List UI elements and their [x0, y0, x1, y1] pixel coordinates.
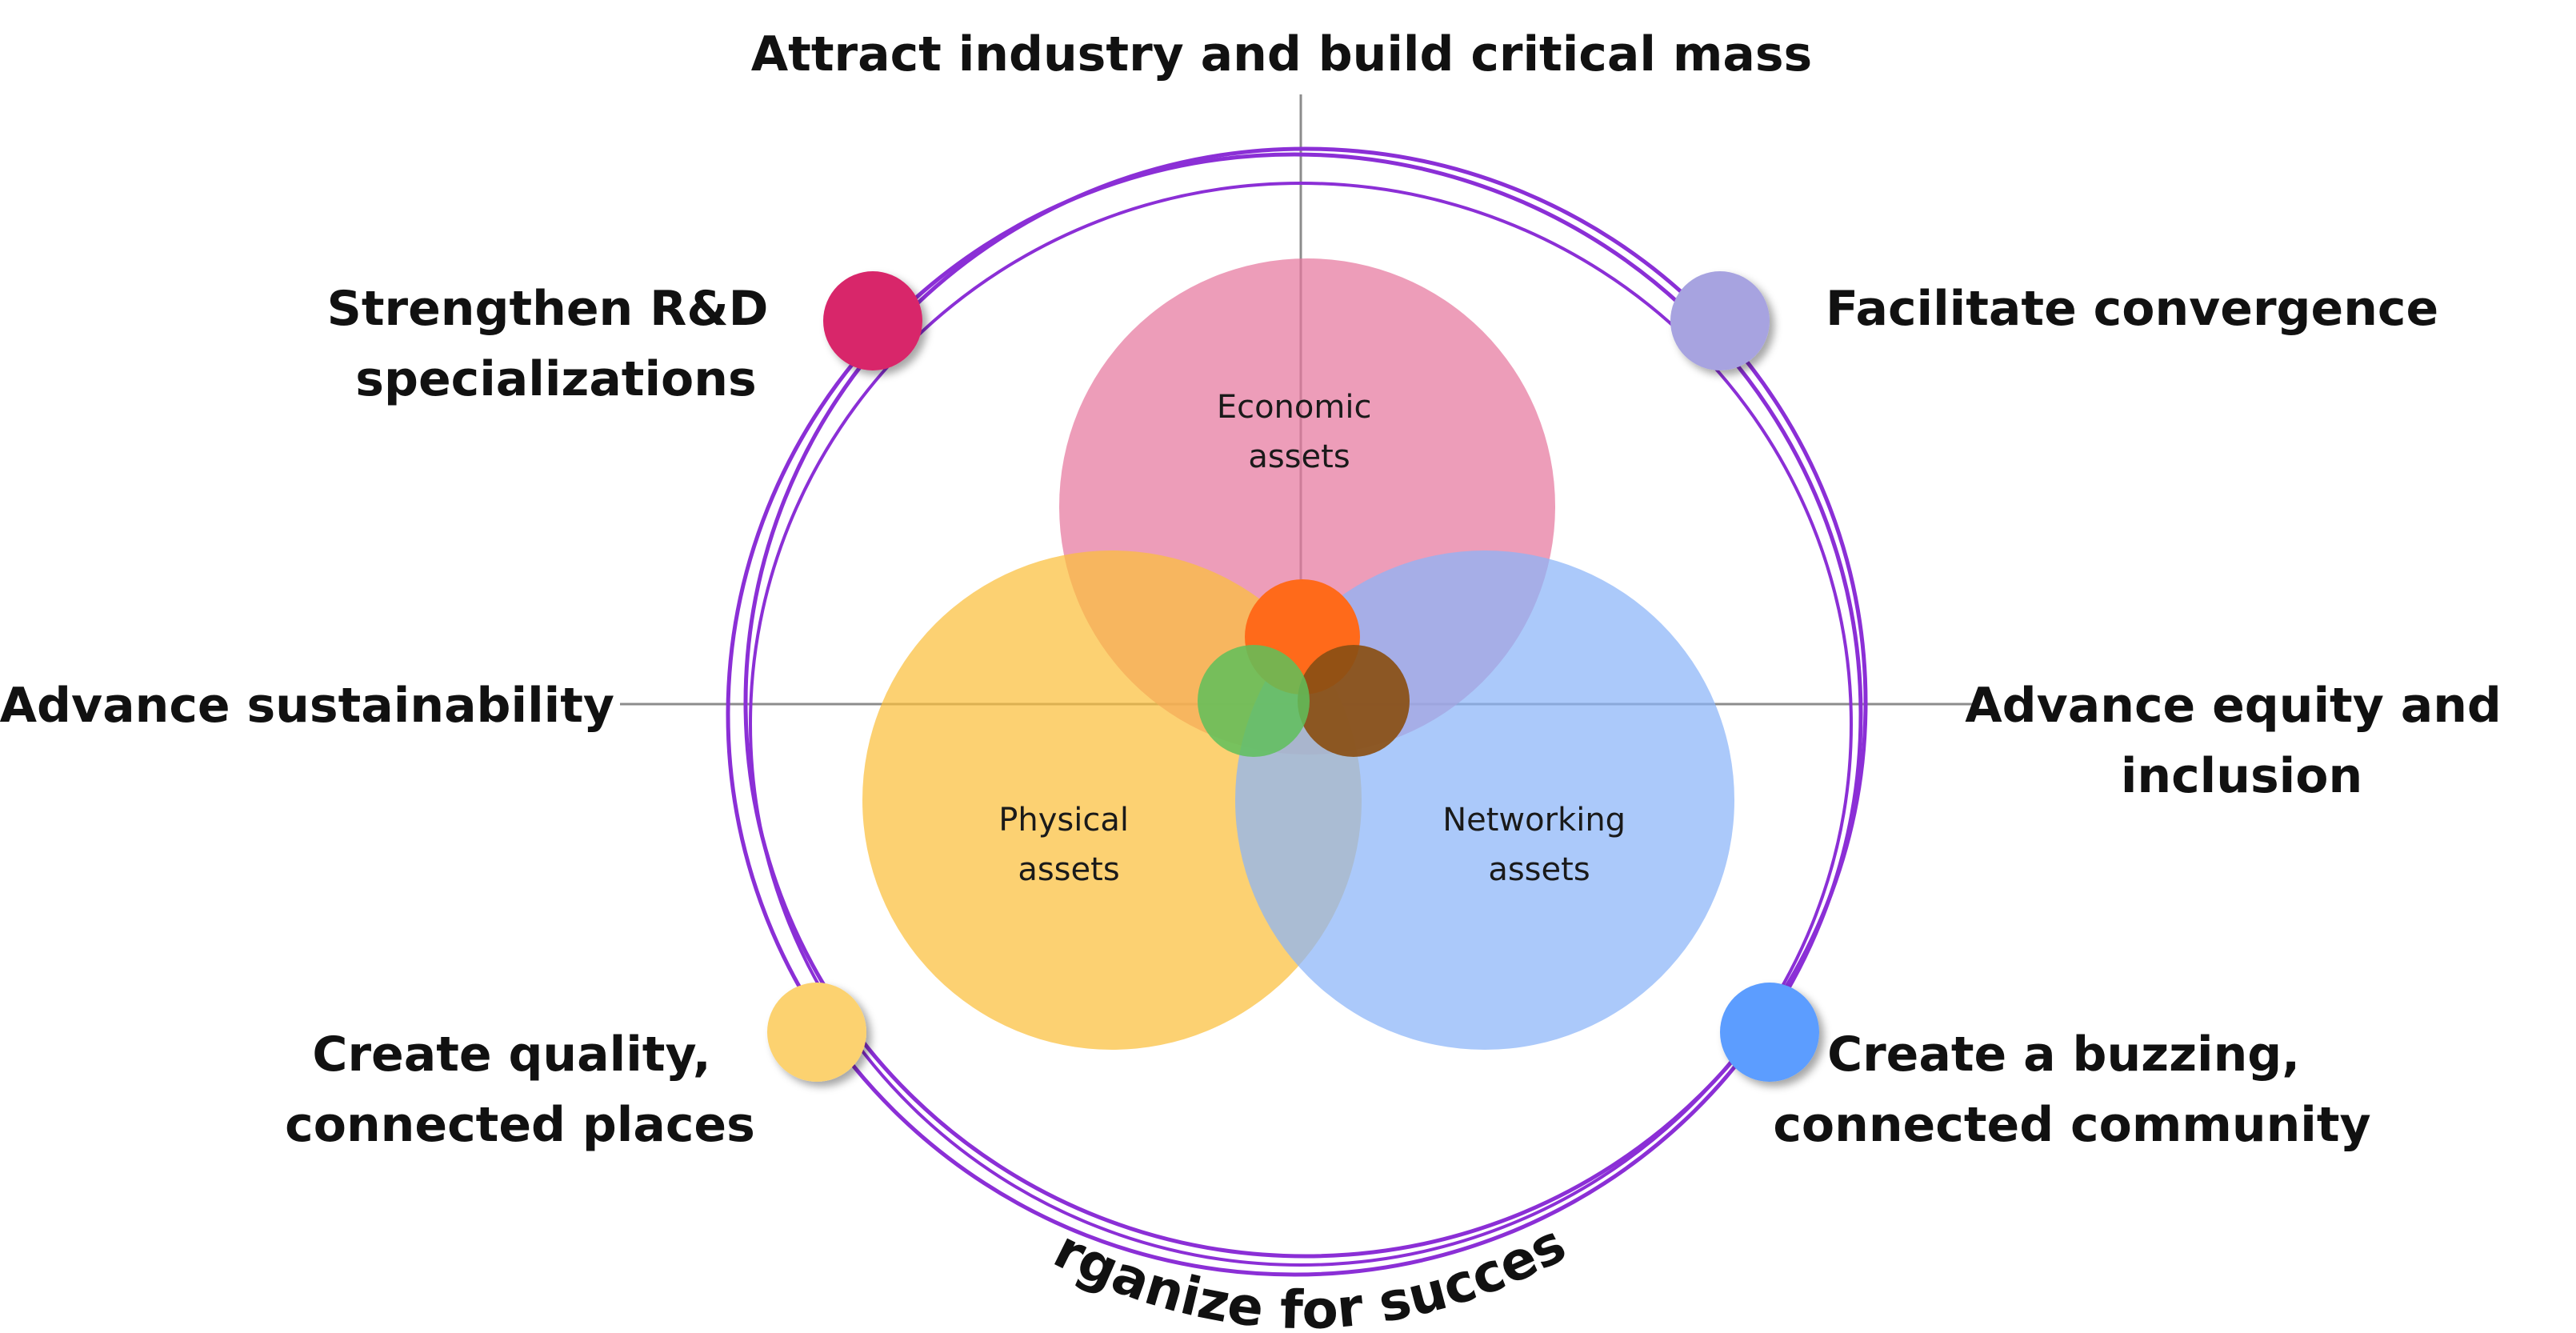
outer-ring-line: [726, 152, 1863, 1277]
goal-bottom-left-line: connected places: [285, 1097, 755, 1153]
economic-assets-label-line: Economic: [1217, 389, 1372, 426]
goal-bottom-left-line: Create quality,: [312, 1027, 710, 1083]
ring-node-top-left: [823, 271, 922, 370]
ring-node-top-right: [1670, 271, 1770, 370]
goal-top-right-label: Facilitate convergence: [1826, 281, 2438, 337]
center-brown-node: [1298, 645, 1410, 757]
outer-ring-line: [749, 182, 1853, 1267]
physical-assets-label-line: Physical: [998, 802, 1129, 839]
networking-assets-label-line: Networking: [1442, 802, 1626, 839]
goal-bottom-right-line: connected community: [1773, 1097, 2370, 1153]
ring-node-bottom-left: [767, 983, 866, 1082]
goal-right-line: Advance equity and: [1965, 678, 2502, 734]
goal-right-line: inclusion: [2121, 748, 2362, 804]
goal-top-left-line: specializations: [355, 351, 756, 407]
goal-bottom-left-label: Create quality, connected places: [285, 1027, 755, 1153]
goal-top-left-label: Strengthen R&D specializations: [327, 281, 786, 407]
ring-node-bottom-right: [1720, 983, 1819, 1082]
economic-assets-label: Economic assets: [1217, 389, 1382, 475]
networking-assets-label-line: assets: [1488, 851, 1590, 888]
outer-ring: [726, 146, 1868, 1277]
physical-assets-label-line: assets: [1018, 851, 1119, 888]
goal-right-label: Advance equity and inclusion: [1965, 678, 2518, 804]
goal-bottom-right-line: Create a buzzing,: [1827, 1027, 2300, 1083]
networking-assets-label: Networking assets: [1442, 802, 1636, 888]
center-nodes: [1198, 579, 1410, 757]
center-green-node: [1198, 645, 1310, 757]
economic-assets-label-line: assets: [1248, 438, 1350, 475]
outer-ring-line: [743, 146, 1868, 1259]
goal-bottom-right-label: Create a buzzing, connected community: [1773, 1027, 2370, 1153]
goal-left-label: Advance sustainability: [0, 678, 614, 734]
goal-top-label: Attract industry and build critical mass: [751, 26, 1813, 82]
physical-assets-label: Physical assets: [998, 802, 1138, 888]
goal-top-left-line: Strengthen R&D: [327, 281, 769, 337]
